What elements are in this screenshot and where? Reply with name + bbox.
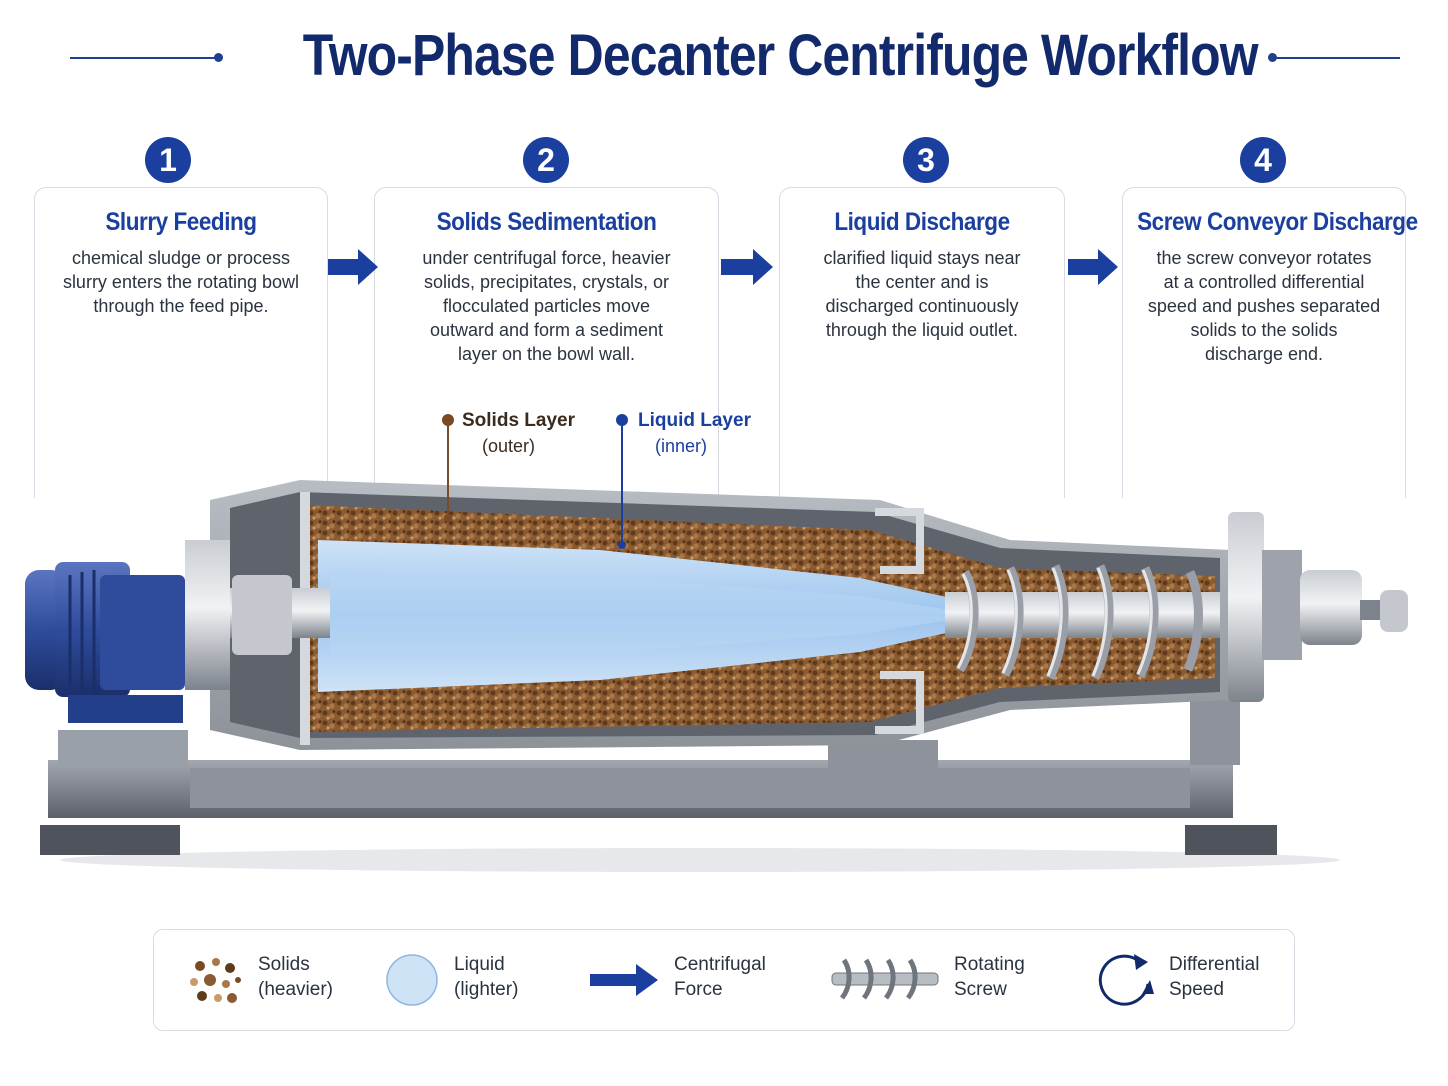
step-2-card: Solids Sedimentation under centrifugal f… <box>374 187 719 498</box>
liquid-layer-callout-sub: (inner) <box>655 436 708 456</box>
step-2-line: flocculated particles move <box>442 296 651 316</box>
step-3-card: Liquid Discharge clarified liquid stays … <box>779 187 1065 498</box>
legend-differential-speed-label: Differential Speed <box>1169 952 1259 1002</box>
solids-particles-icon <box>190 958 241 1003</box>
legend-label-line: Speed <box>1169 979 1224 1000</box>
step-4-card: Screw Conveyor Discharge the screw conve… <box>1122 187 1418 498</box>
legend-label-line: Liquid <box>454 954 505 975</box>
differential-speed-icon <box>1098 954 1154 1006</box>
step-4-line: at a controlled differential <box>1163 272 1365 292</box>
step-4-number-badge: 4 <box>1240 137 1286 183</box>
step-3-line: discharged continuously <box>825 296 1019 316</box>
step-4-line: speed and pushes separated <box>1147 296 1381 316</box>
legend-label-line: Force <box>674 979 723 1000</box>
page-title: Two-Phase Decanter Centrifuge Workflow <box>302 23 1259 88</box>
flow-arrow-icon <box>328 249 378 285</box>
step-2-line: layer on the bowl wall. <box>457 344 636 364</box>
step-1-number-badge: 1 <box>145 137 191 183</box>
legend-label-line: Screw <box>954 979 1007 1000</box>
legend-label-line: (lighter) <box>454 979 519 1000</box>
step-2-line: solids, precipitates, crystals, or <box>423 272 670 292</box>
rotating-screw-icon <box>831 958 939 1000</box>
title-rule-left-dot <box>214 53 223 62</box>
title-rule-left <box>70 57 218 59</box>
step-1-card: Slurry Feeding chemical sludge or proces… <box>34 187 328 498</box>
step-3-title: Liquid Discharge <box>834 208 1010 236</box>
legend: Solids (heavier) Liquid (lighter) Centri… <box>153 929 1295 1031</box>
legend-solids-label: Solids (heavier) <box>258 952 333 1002</box>
legend-liquid-label: Liquid (lighter) <box>454 952 518 1002</box>
step-1-line: through the feed pipe. <box>93 296 269 316</box>
legend-label-line: Centrifugal <box>674 954 766 975</box>
title-rule-right <box>1272 57 1400 59</box>
step-2-number-badge: 2 <box>523 137 569 183</box>
flow-arrow-icon <box>1068 249 1118 285</box>
step-1-line: slurry enters the rotating bowl <box>62 272 300 292</box>
liquid-drop-icon <box>386 954 438 1006</box>
step-3-description: clarified liquid stays near the center a… <box>798 246 1046 342</box>
legend-label-line: Differential <box>1169 954 1260 975</box>
centrifugal-force-arrow-icon <box>590 964 658 996</box>
step-1-title: Slurry Feeding <box>105 208 257 236</box>
step-2-line: under centrifugal force, heavier <box>422 248 671 268</box>
legend-rotating-screw-label: Rotating Screw <box>954 952 1025 1002</box>
step-1-description: chemical sludge or process slurry enters… <box>53 246 309 318</box>
solids-layer-callout-title: Solids Layer <box>462 410 575 431</box>
step-1-line: chemical sludge or process <box>71 248 291 268</box>
legend-label-line: (heavier) <box>258 979 333 1000</box>
step-2-line: outward and form a sediment <box>429 320 664 340</box>
step-4-line: the screw conveyor rotates <box>1156 248 1372 268</box>
step-3-line: clarified liquid stays near <box>823 248 1021 268</box>
step-3-line: the center and is <box>855 272 989 292</box>
flow-arrow-icon <box>721 249 773 285</box>
legend-label-line: Solids <box>258 954 310 975</box>
step-2-title: Solids Sedimentation <box>436 208 657 236</box>
step-4-line: solids to the solids <box>1190 320 1338 340</box>
liquid-layer-callout-title: Liquid Layer <box>638 410 751 431</box>
step-4-description: the screw conveyor rotates at a controll… <box>1141 246 1387 366</box>
step-3-line: through the liquid outlet. <box>825 320 1019 340</box>
step-4-title: Screw Conveyor Discharge <box>1137 208 1418 236</box>
legend-centrifugal-force-label: Centrifugal Force <box>674 952 766 1002</box>
legend-label-line: Rotating <box>954 954 1025 975</box>
solids-layer-callout-sub: (outer) <box>482 436 536 456</box>
step-2-description: under centrifugal force, heavier solids,… <box>393 246 700 366</box>
decanter-centrifuge-illustration <box>25 414 1408 872</box>
step-3-number-badge: 3 <box>903 137 949 183</box>
step-4-line: discharge end. <box>1204 344 1324 364</box>
